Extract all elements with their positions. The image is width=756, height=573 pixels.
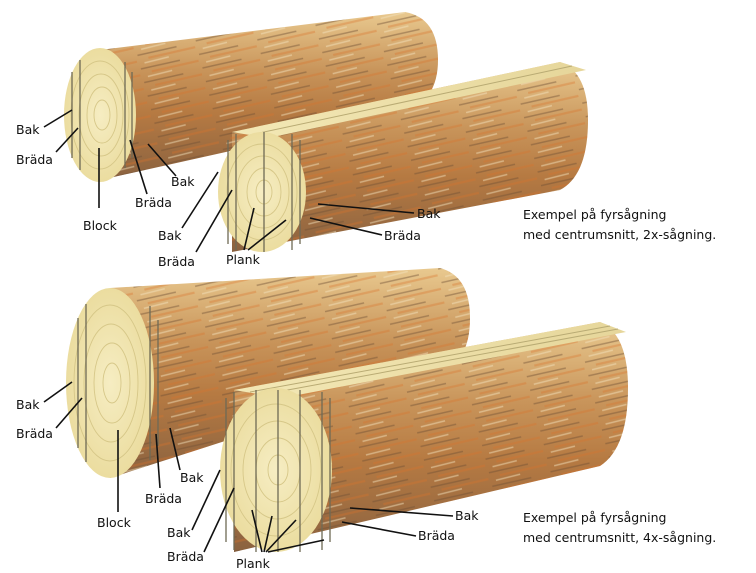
top-label-block: Block [83, 218, 118, 233]
top-caption: Exempel på fyrsågning med centrumsnitt, … [523, 207, 716, 242]
bottom-front-log-end-face [220, 388, 332, 552]
bottom-label-plank: Plank [236, 556, 271, 571]
top-label-bak-front: Bak [158, 228, 182, 243]
bottom-label-bak-mid: Bak [180, 470, 204, 485]
top-label-brada-left: Bräda [16, 152, 53, 167]
top-label-brada-mid: Bräda [135, 195, 172, 210]
bottom-caption-line1: Exempel på fyrsågning [523, 510, 667, 525]
top-label-bak-left: Bak [16, 122, 40, 137]
bottom-label-bak-left: Bak [16, 397, 40, 412]
bottom-label-block: Block [97, 515, 132, 530]
bottom-caption-line2: med centrumsnitt, 4x-sågning. [523, 530, 716, 545]
top-caption-line1: Exempel på fyrsågning [523, 207, 667, 222]
bottom-label-bak-front: Bak [167, 525, 191, 540]
top-label-brada-front: Bräda [158, 254, 195, 269]
top-label-bak-right: Bak [417, 206, 441, 221]
bottom-diagram: Bak Bräda Block Bräda Bak Bak Bräda Plan… [16, 268, 716, 571]
top-label-plank: Plank [226, 252, 261, 267]
bottom-label-brada-right: Bräda [418, 528, 455, 543]
bottom-label-brada-mid: Bräda [145, 491, 182, 506]
bottom-caption: Exempel på fyrsågning med centrumsnitt, … [523, 510, 716, 545]
bottom-label-brada-front: Bräda [167, 549, 204, 564]
top-label-bak-mid: Bak [171, 174, 195, 189]
top-diagram: Bak Bräda Block Bräda Bak Bak Bräda Plan… [16, 12, 716, 269]
top-caption-line2: med centrumsnitt, 2x-sågning. [523, 227, 716, 242]
top-label-brada-right: Bräda [384, 228, 421, 243]
bottom-label-brada-left: Bräda [16, 426, 53, 441]
bottom-back-log-end-face [66, 288, 154, 478]
bottom-label-bak-right: Bak [455, 508, 479, 523]
